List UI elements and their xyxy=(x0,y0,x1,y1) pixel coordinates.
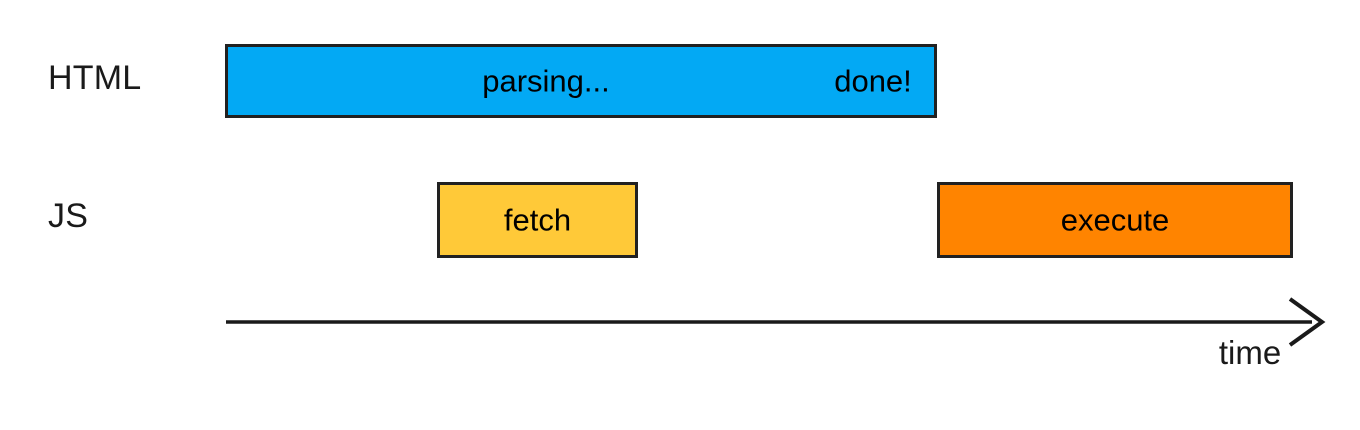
time-axis-arrow-icon xyxy=(226,297,1326,347)
bar-js-fetch: fetch xyxy=(437,182,638,258)
row-label-js: JS xyxy=(48,197,89,235)
bar-js-execute-label: execute xyxy=(1060,202,1170,238)
row-label-html: HTML xyxy=(48,59,142,97)
bar-html-parsing-label: parsing... xyxy=(482,63,610,99)
bar-html-parsing: parsing... done! xyxy=(225,44,937,118)
bar-html-done-label: done! xyxy=(834,63,912,99)
time-axis-arrowhead xyxy=(1288,297,1326,347)
bar-js-fetch-label: fetch xyxy=(503,202,572,238)
bar-js-execute: execute xyxy=(937,182,1293,258)
time-axis-label: time xyxy=(1218,334,1282,371)
